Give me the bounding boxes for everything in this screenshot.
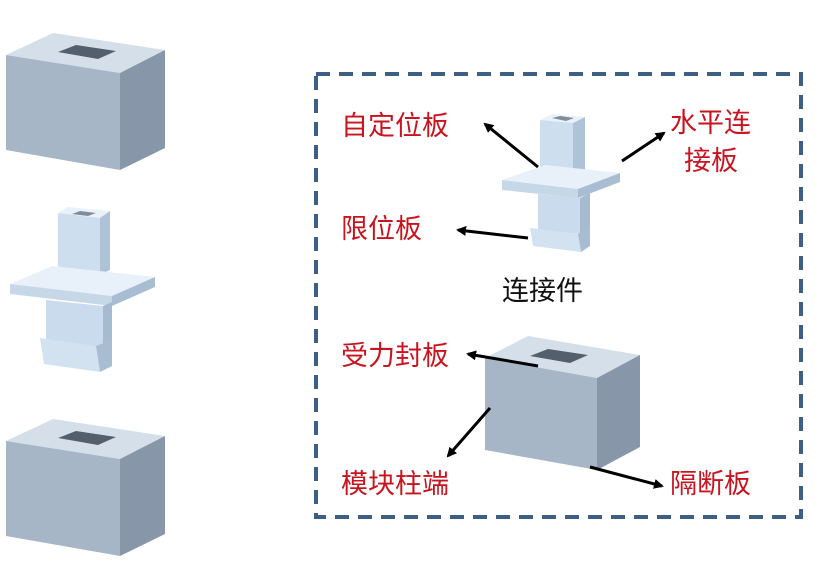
module-block-bottom-left [6, 419, 165, 556]
detail-frame [314, 72, 803, 519]
label-limit-plate: 限位板 [341, 214, 422, 245]
arrow-horizontal-connect [621, 131, 666, 163]
label-horizontal-connect-line2: 接板 [684, 146, 738, 177]
arrow-partition [589, 465, 664, 489]
connector-right [502, 114, 620, 252]
arrow-limit-plate [456, 225, 529, 240]
label-connector: 连接件 [502, 276, 583, 307]
arrow-self-positioning [483, 122, 539, 169]
label-module-column-end: 模块柱端 [341, 469, 449, 500]
module-block-top-left [6, 33, 165, 170]
label-partition-plate: 隔断板 [670, 469, 751, 500]
arrow-load-sealing [466, 350, 539, 368]
label-load-sealing-plate: 受力封板 [341, 341, 449, 372]
label-self-positioning-plate: 自定位板 [341, 111, 449, 142]
label-horizontal-connect-line1: 水平连 [670, 108, 751, 139]
module-block-right [485, 336, 640, 470]
connector-left [10, 207, 155, 372]
arrow-module-column [446, 407, 492, 458]
